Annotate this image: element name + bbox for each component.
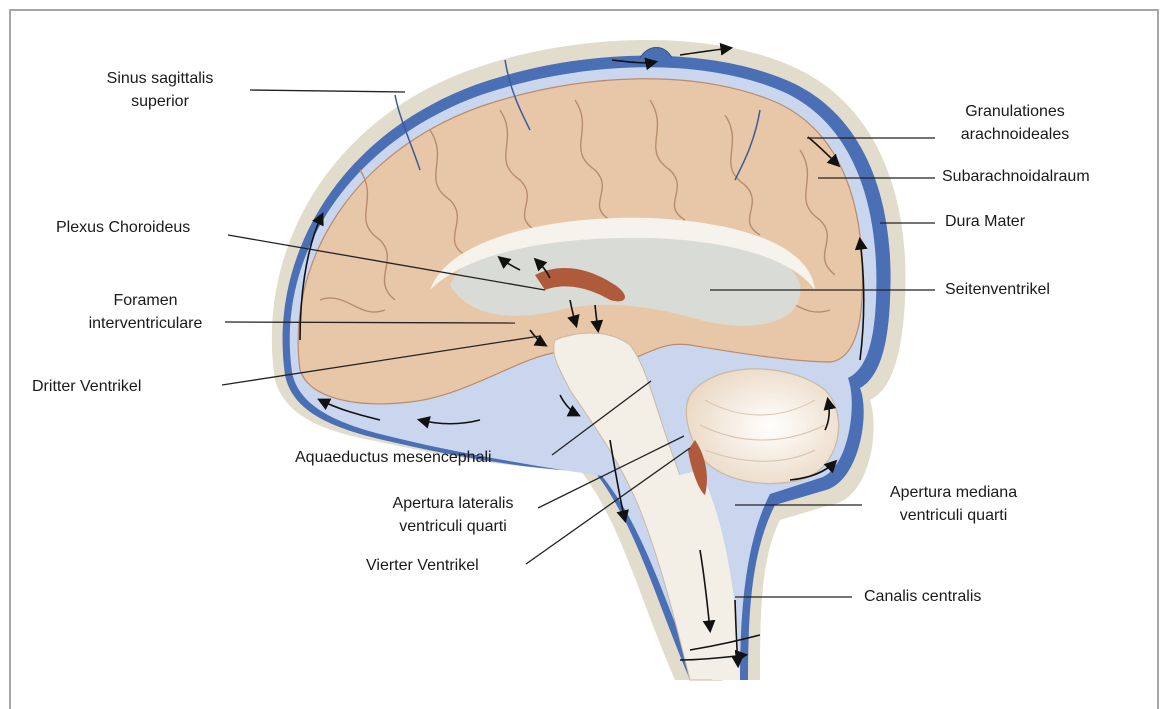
- label-seitenventrikel: Seitenventrikel: [945, 278, 1050, 301]
- label-plexus-choroideus: Plexus Choroideus: [56, 216, 190, 239]
- label-line: superior: [80, 90, 240, 113]
- label-line: arachnoideales: [940, 123, 1090, 146]
- label-line: Granulationes: [940, 100, 1090, 123]
- label-line: interventriculare: [68, 312, 223, 335]
- label-sinus-sagittalis-superior: Sinus sagittalis superior: [80, 67, 240, 113]
- label-apertura-mediana: Apertura mediana ventriculi quarti: [866, 481, 1041, 527]
- label-line: Apertura mediana: [866, 481, 1041, 504]
- label-vierter-ventrikel: Vierter Ventrikel: [366, 554, 479, 577]
- label-line: Sinus sagittalis: [80, 67, 240, 90]
- label-foramen-interventriculare: Foramen interventriculare: [68, 289, 223, 335]
- label-granulationes-arachnoideales: Granulationes arachnoideales: [940, 100, 1090, 146]
- label-subarachnoidalraum: Subarachnoidalraum: [942, 165, 1090, 188]
- label-dritter-ventrikel: Dritter Ventrikel: [32, 375, 141, 398]
- label-line: ventriculi quarti: [378, 515, 528, 538]
- label-apertura-lateralis: Apertura lateralis ventriculi quarti: [378, 492, 528, 538]
- label-aquaeductus-mesencephali: Aquaeductus mesencephali: [295, 446, 492, 469]
- label-line: ventriculi quarti: [866, 504, 1041, 527]
- label-canalis-centralis: Canalis centralis: [864, 585, 981, 608]
- label-line: Foramen: [68, 289, 223, 312]
- label-dura-mater: Dura Mater: [945, 210, 1025, 233]
- label-line: Apertura lateralis: [378, 492, 528, 515]
